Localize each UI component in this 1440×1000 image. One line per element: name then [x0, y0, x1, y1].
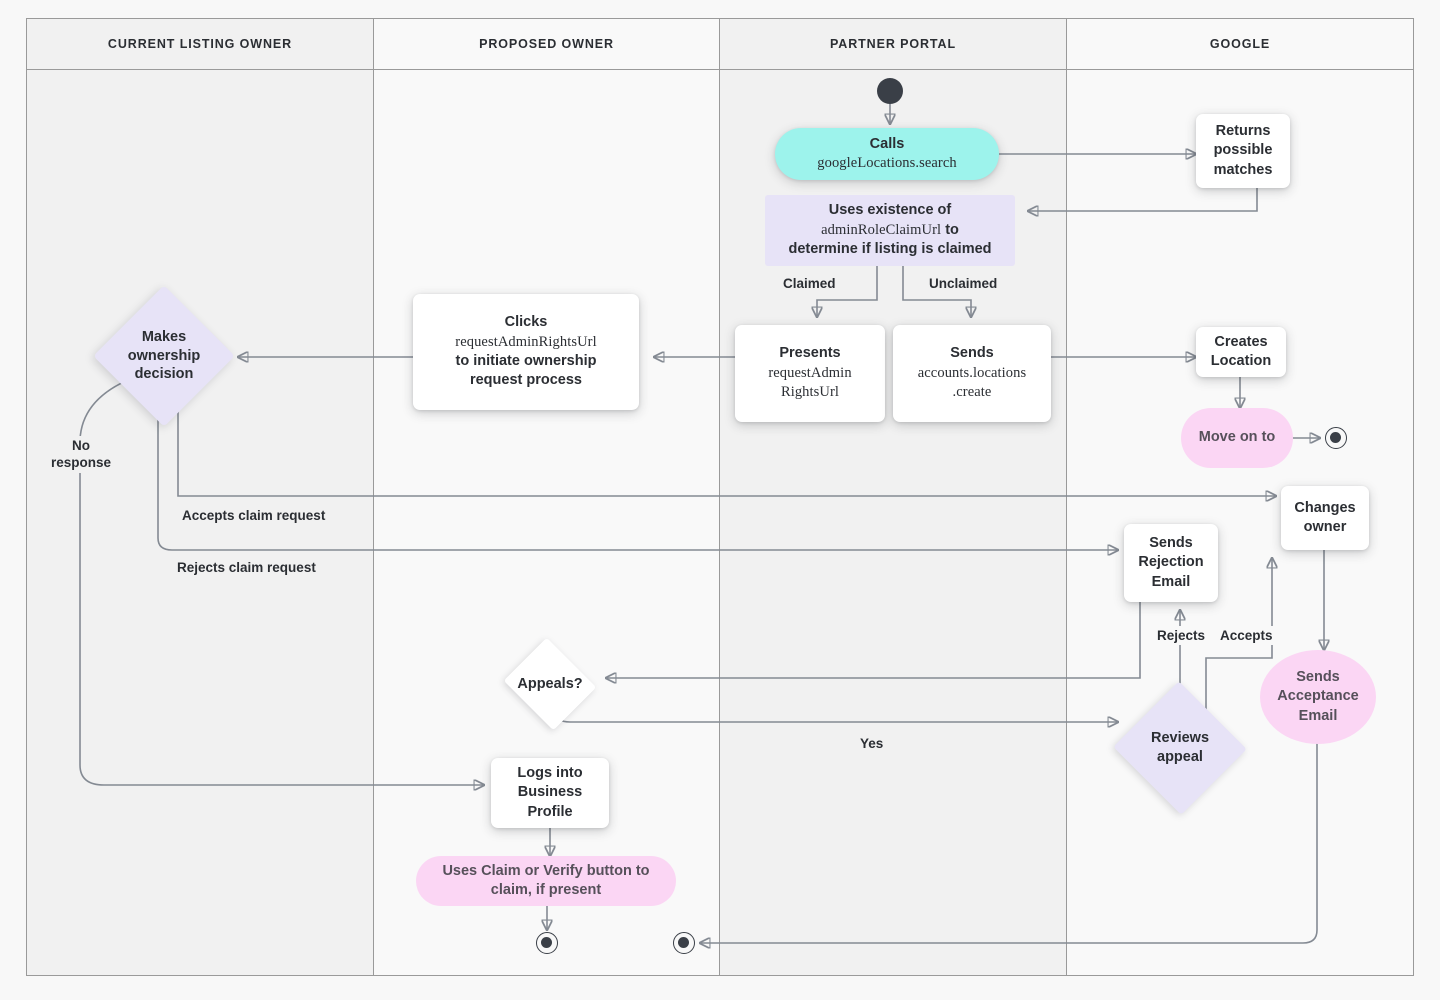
node-creates-location[interactable]: Creates Location	[1196, 327, 1286, 377]
node-changes-owner[interactable]: Changes owner	[1281, 486, 1369, 550]
node-label: Makes ownership decision	[127, 328, 201, 383]
node-label: Move on to	[1198, 429, 1276, 446]
node-presents-requestadminrightsurl[interactable]: Presents requestAdmin RightsUrl	[735, 325, 885, 422]
swimlane-label: GOOGLE	[1209, 37, 1271, 51]
node-uses-existence-adminroleclaimurl[interactable]: Uses existence of adminRoleClaimUrl to d…	[765, 195, 1015, 266]
node-label: Returns possible matches	[1213, 122, 1273, 178]
node-appeals-decision[interactable]: Appeals?	[503, 637, 597, 731]
node-title: Clicks	[504, 314, 548, 331]
node-line-1: Uses existence of	[828, 202, 952, 219]
node-sends-rejection-email[interactable]: Sends Rejection Email	[1124, 524, 1218, 602]
node-move-on-to[interactable]: Move on to	[1181, 408, 1293, 468]
node-makes-ownership-decision[interactable]: Makes ownership decision	[93, 285, 235, 427]
node-label: Appeals?	[517, 675, 583, 692]
node-logs-into-business-profile[interactable]: Logs into Business Profile	[491, 758, 609, 828]
swimlane-label: PARTNER PORTAL	[829, 37, 957, 51]
node-clicks-requestadminrightsurl[interactable]: Clicks requestAdminRightsUrl to initiate…	[413, 294, 639, 410]
node-line-3: to initiate ownership request process	[455, 353, 597, 389]
edge-label-rejects-claim-request: Rejects claim request	[173, 558, 320, 578]
node-returns-possible-matches[interactable]: Returns possible matches	[1196, 114, 1290, 188]
node-calls-googlelocations-search[interactable]: Calls googleLocations.search	[775, 128, 999, 180]
edge-label-yes: Yes	[856, 734, 888, 754]
node-label: Changes owner	[1294, 499, 1356, 535]
swimlane-current-listing-owner: CURRENT LISTING OWNER	[27, 19, 374, 975]
node-api-field: requestAdminRightsUrl	[455, 333, 597, 350]
node-label: Uses Claim or Verify button to claim, if…	[442, 862, 650, 898]
node-api-method: accounts.locations .create	[917, 364, 1027, 401]
node-label: Sends Rejection Email	[1138, 534, 1204, 590]
node-sends-acceptance-email[interactable]: Sends Acceptance Email	[1260, 650, 1376, 744]
node-label: Logs into Business Profile	[517, 764, 583, 820]
node-label: Creates Location	[1210, 333, 1272, 369]
node-api-method: googleLocations.search	[817, 155, 957, 171]
node-api-field: adminRoleClaimUrl	[821, 221, 942, 238]
node-sends-accounts-locations-create[interactable]: Sends accounts.locations .create	[893, 325, 1051, 422]
end-node-google	[1325, 427, 1347, 449]
end-node-proposed-owner	[536, 932, 558, 954]
edge-label-accepts: Accepts	[1216, 626, 1277, 646]
swimlane-label: PROPOSED OWNER	[479, 37, 614, 51]
node-label: Sends Acceptance Email	[1277, 668, 1359, 724]
swimlane-header-partner-portal: PARTNER PORTAL	[720, 19, 1066, 70]
node-title: Presents	[779, 345, 841, 362]
node-api-field: requestAdmin RightsUrl	[768, 364, 852, 401]
edge-label-claimed: Claimed	[779, 274, 840, 294]
node-title: Sends	[950, 345, 994, 362]
edge-label-unclaimed: Unclaimed	[925, 274, 1002, 294]
node-label: Reviews appeal	[1150, 730, 1210, 765]
edge-label-rejects: Rejects	[1153, 626, 1210, 646]
node-line-2: adminRoleClaimUrl to	[788, 221, 991, 240]
node-line-2-suffix: to	[941, 221, 959, 238]
swimlane-header-google: GOOGLE	[1067, 19, 1413, 70]
start-node-partner-portal	[877, 78, 903, 104]
edge-label-accepts-claim-request: Accepts claim request	[178, 506, 330, 526]
swimlane-header-proposed-owner: PROPOSED OWNER	[374, 19, 719, 70]
node-reviews-appeal[interactable]: Reviews appeal	[1113, 681, 1247, 815]
end-node-partner-portal	[673, 932, 695, 954]
node-title: Calls	[869, 135, 905, 152]
swimlane-header-current-listing-owner: CURRENT LISTING OWNER	[27, 19, 373, 70]
node-uses-claim-or-verify-button[interactable]: Uses Claim or Verify button to claim, if…	[416, 856, 676, 906]
swimlane-proposed-owner: PROPOSED OWNER	[374, 19, 720, 975]
edge-label-no-response: No response	[40, 436, 122, 473]
swimlane-label: CURRENT LISTING OWNER	[107, 37, 293, 51]
node-line-3: determine if listing is claimed	[788, 241, 992, 258]
